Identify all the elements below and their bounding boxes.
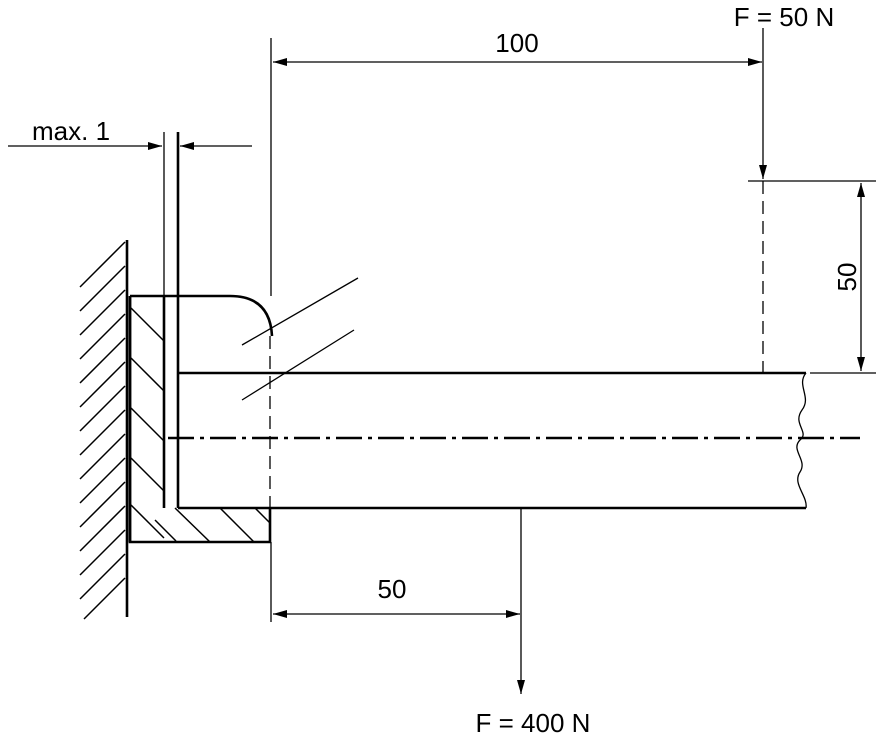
wall-hatching	[79, 241, 126, 620]
dimension-label-100: 100	[495, 28, 538, 58]
shaft-break-line	[796, 372, 807, 509]
force-label-bottom: F = 400 N	[476, 708, 591, 738]
gap-dimension-label: max. 1	[32, 116, 110, 146]
weld-plate	[128, 294, 274, 544]
fixed-wall	[79, 240, 129, 620]
dimension-label-50-horizontal: 50	[378, 574, 407, 604]
force-label-top: F = 50 N	[734, 2, 834, 32]
surface-mark-line	[241, 329, 355, 401]
plate-top-edge	[130, 294, 274, 337]
dimension-label-50-vertical: 50	[832, 263, 862, 292]
shaft	[168, 371, 860, 510]
plate-outline	[128, 296, 272, 544]
surface-mark-line	[241, 277, 359, 346]
plate-hatching	[130, 307, 271, 543]
